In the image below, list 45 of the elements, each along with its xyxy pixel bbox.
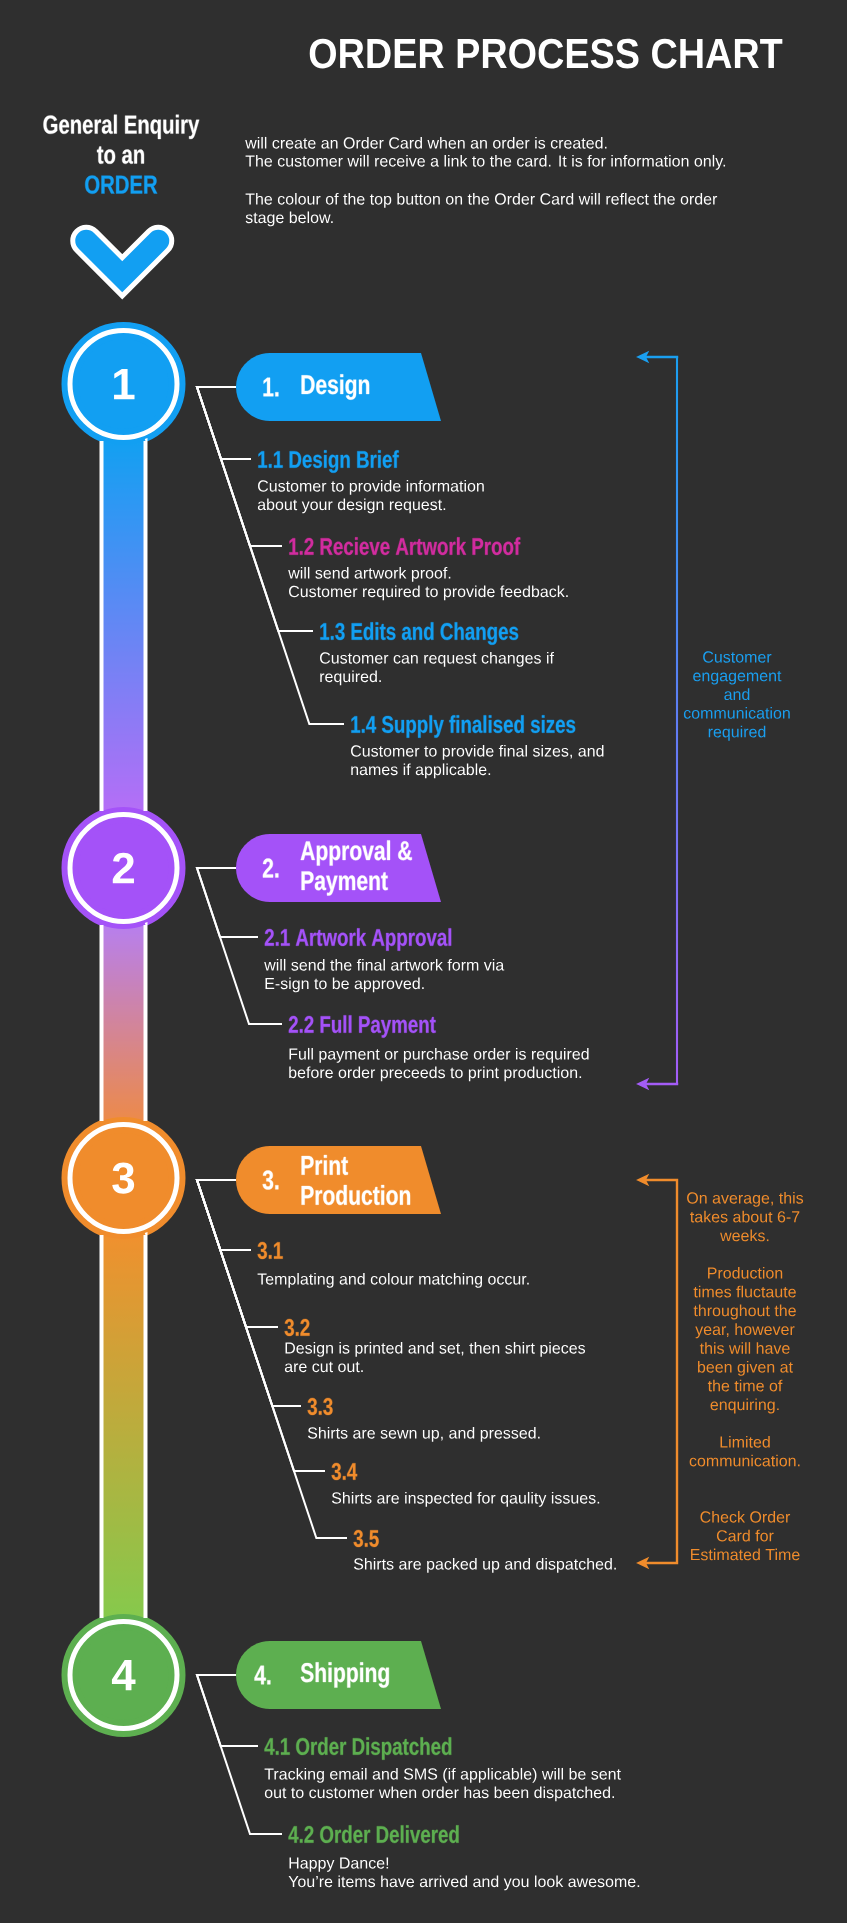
- step-heading: 1.4 Supply finalised sizes: [351, 715, 576, 738]
- step-description: Design is printed and set, then shirt pieces are cut out.: [284, 1341, 586, 1373]
- step-description: Customer to provide information about your design request.: [257, 479, 484, 514]
- description-text: will create an Order Card when an order is created.: [245, 136, 607, 149]
- title: ORDER PROCESS CHART: [309, 38, 783, 69]
- note-text: On average, this takes about 6-7 weeks.: [687, 1191, 804, 1242]
- timeline-bar: [99, 922, 148, 1124]
- step-description: Full payment or purchase order is required before order preceeds to print production.: [289, 1047, 589, 1082]
- description-text: The colour of the top button on the Order Card will reflect the order stage below.: [245, 192, 718, 227]
- note-text: Production times fluctaute throughout the year, however this will have been given at the time of enquiring.: [693, 1266, 796, 1414]
- note-text: Customer engagement and communication required: [683, 651, 790, 741]
- step-description: will send the final artwork form via E-sign to be approved.: [264, 958, 505, 993]
- step-heading: 2.1 Artwork Approval: [264, 928, 452, 951]
- note-text: Check Order Card for Estimated Time: [691, 1510, 800, 1561]
- step-description: Tracking email and SMS (if applicable) will be sent out to customer when order has been dispatched.: [264, 1767, 621, 1802]
- timeline-bar: [99, 1232, 148, 1621]
- step-heading: 3.1: [257, 1241, 283, 1259]
- step-description: Shirts are sewn up, and pressed.: [307, 1426, 540, 1442]
- branch-line: [195, 867, 283, 1025]
- step-heading: 3.5: [353, 1529, 379, 1547]
- branch-line: [195, 1179, 348, 1539]
- step-description: Happy Dance!: [289, 1857, 389, 1872]
- step-heading: 2.2 Full Payment: [288, 1015, 436, 1038]
- step-description: Customer required to provide feedback.: [289, 585, 568, 601]
- step-heading: 3.3: [307, 1397, 333, 1415]
- step-description: You’re items have arrived and you look awesome.: [288, 1875, 640, 1891]
- timeline-bar: [99, 438, 148, 814]
- step-description: Templating and colour matching occur.: [257, 1272, 529, 1288]
- step-heading: 4.1 Order Dispatched: [264, 1737, 452, 1760]
- note-text: Limited communication.: [689, 1435, 800, 1467]
- step-description: Shirts are inspected for qaulity issues.: [331, 1491, 600, 1507]
- step-heading: 1.3 Edits and Changes: [320, 622, 519, 645]
- step-heading: 4.2 Order Delivered: [288, 1825, 459, 1844]
- step-heading: 1.2 Recieve Artwork Proof: [289, 537, 521, 556]
- step-heading: 3.2: [284, 1318, 310, 1336]
- step-heading: 1.1 Design Brief: [258, 450, 399, 473]
- step-heading: 3.4: [331, 1462, 358, 1480]
- step-description: will send artwork proof.: [288, 566, 451, 582]
- step-description: Customer to provide final sizes, and names if applicable.: [351, 744, 604, 779]
- branch-line: [195, 1674, 283, 1835]
- intro-heading: General Enquiry to an ORDER: [43, 114, 200, 194]
- description-text: The customer will receive a link to the card. It is for information only.: [245, 154, 726, 170]
- step-description: Shirts are packed up and dispatched.: [353, 1557, 616, 1573]
- step-description: Customer can request changes if required.: [320, 651, 554, 686]
- branch-line: [195, 386, 345, 725]
